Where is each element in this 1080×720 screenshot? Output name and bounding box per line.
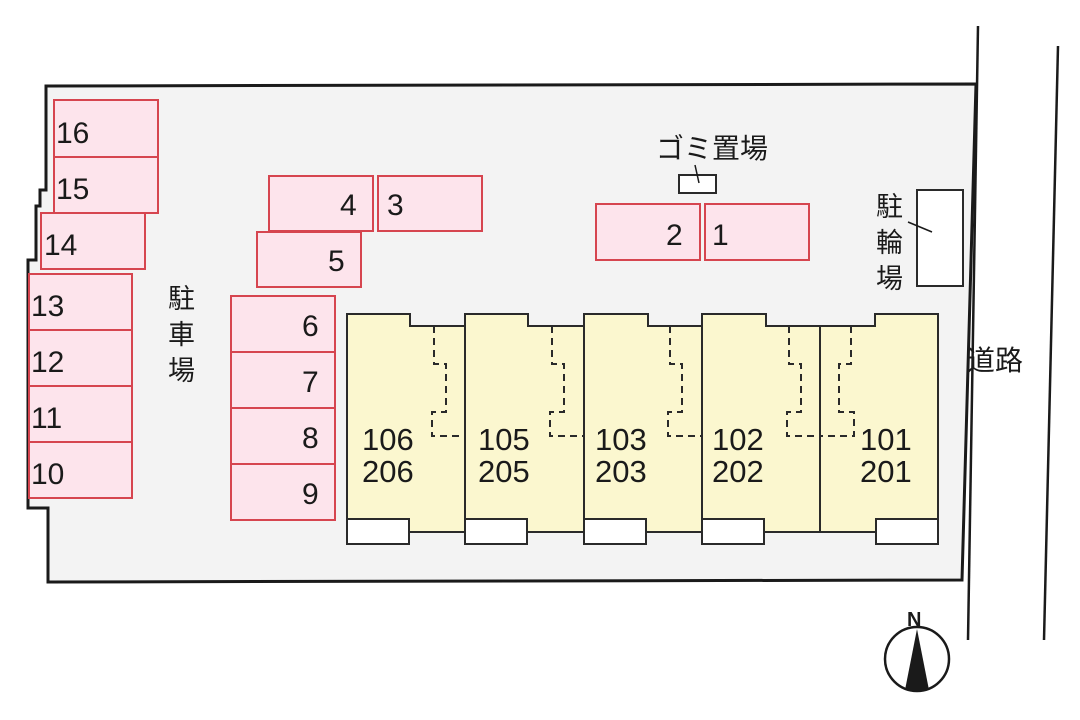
bicycle-parking-area: [916, 189, 964, 287]
north-label: N: [907, 609, 921, 631]
parking-space-2: [595, 203, 701, 261]
parking-space-15: [53, 156, 159, 214]
parking-label-8: 8: [302, 422, 319, 455]
parking-label-5: 5: [328, 245, 345, 278]
apartment-building: [346, 313, 939, 545]
parking-space-10: [28, 441, 133, 499]
unit-label-103: 103: [595, 422, 647, 457]
parking-area-label-2: 車: [168, 320, 195, 351]
unit-label-106: 106: [362, 422, 414, 457]
parking-label-16: 16: [56, 117, 89, 150]
parking-label-1: 1: [712, 219, 729, 252]
garbage-leader-line: [694, 164, 700, 184]
unit-102-porch: [701, 518, 765, 545]
unit-label-101: 101: [860, 422, 912, 457]
unit-label-202: 202: [712, 454, 764, 489]
parking-label-6: 6: [302, 310, 319, 343]
parking-label-12: 12: [31, 346, 64, 379]
bicycle-parking-label-3: 場: [876, 264, 903, 295]
unit-101-porch: [875, 518, 939, 545]
parking-space-13: [28, 273, 133, 331]
bicycle-parking-label-2: 輪: [876, 228, 903, 259]
unit-label-105: 105: [478, 422, 530, 457]
parking-space-1: [704, 203, 810, 261]
unit-label-102: 102: [712, 422, 764, 457]
parking-label-13: 13: [31, 290, 64, 323]
parking-space-5: [256, 231, 362, 288]
parking-space-3: [377, 175, 483, 232]
parking-space-12: [28, 329, 133, 387]
unit-106-porch: [346, 518, 410, 545]
parking-space-16: [53, 99, 159, 158]
parking-area-label-1: 駐: [168, 284, 195, 315]
unit-label-201: 201: [860, 454, 912, 489]
unit-label-203: 203: [595, 454, 647, 489]
parking-label-4: 4: [340, 189, 357, 222]
parking-space-8: [230, 407, 336, 465]
road-label: 道路: [967, 344, 1023, 377]
parking-label-9: 9: [302, 478, 319, 511]
road-edge-left: [966, 25, 980, 641]
parking-area-label-3: 場: [168, 356, 195, 387]
parking-label-15: 15: [56, 173, 89, 206]
garbage-area-label: ゴミ置場: [656, 132, 768, 165]
unit-101-201: [819, 313, 939, 533]
parking-label-11: 11: [31, 402, 62, 435]
bicycle-leader-line: [907, 221, 933, 233]
parking-left-column: [28, 99, 159, 499]
parking-space-4: [268, 175, 374, 232]
road-edge-right: [1042, 45, 1060, 641]
parking-space-11: [28, 385, 133, 443]
parking-label-7: 7: [302, 366, 319, 399]
parking-space-6: [230, 295, 336, 353]
unit-105-porch: [464, 518, 528, 545]
parking-label-3: 3: [387, 189, 404, 222]
unit-label-206: 206: [362, 454, 414, 489]
parking-label-2: 2: [666, 219, 683, 252]
parking-label-14: 14: [44, 229, 77, 262]
parking-space-14: [40, 212, 146, 270]
unit-103-porch: [583, 518, 647, 545]
parking-label-10: 10: [31, 458, 64, 491]
unit-label-205: 205: [478, 454, 530, 489]
north-arrow-icon: N: [883, 609, 951, 693]
parking-space-7: [230, 351, 336, 409]
parking-space-9: [230, 463, 336, 521]
bicycle-parking-label-1: 駐: [876, 192, 903, 223]
